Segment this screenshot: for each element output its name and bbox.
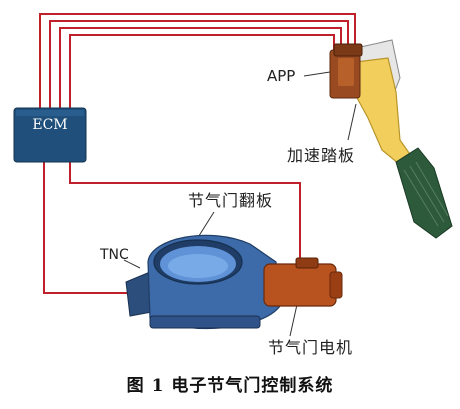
app-wire-2: [49, 20, 349, 110]
tnc-wire: [43, 162, 128, 294]
throttle-motor-label: 节气门电机: [268, 338, 354, 357]
throttle-motor: [263, 257, 343, 307]
figure-caption: 图 1 电子节气门控制系统: [126, 376, 334, 396]
app-wire-3: [59, 27, 342, 110]
app-wire-1: [39, 13, 356, 110]
pedal-leader: [347, 103, 357, 141]
ecm-to-throttle-wires: [43, 162, 301, 294]
accelerator-pedal: [355, 39, 453, 239]
tnc-leader: [123, 259, 141, 269]
tnc-label: TNC: [100, 247, 129, 263]
app-wire-4: [69, 34, 335, 110]
app-label: APP: [267, 67, 296, 85]
motor-wire: [69, 162, 301, 268]
throttle-plate-label: 节气门翻板: [188, 191, 274, 210]
app-leader: [303, 71, 331, 77]
app-sensor: [329, 43, 363, 99]
throttle-body: [125, 234, 281, 330]
pedal-arm: [355, 57, 415, 169]
ecm-unit: [13, 107, 87, 163]
ecm-label: ECM: [32, 117, 68, 133]
pedal-label: 加速踏板: [287, 146, 356, 165]
ecm-to-app-wires: [39, 13, 356, 110]
pedal-pad: [395, 147, 453, 239]
